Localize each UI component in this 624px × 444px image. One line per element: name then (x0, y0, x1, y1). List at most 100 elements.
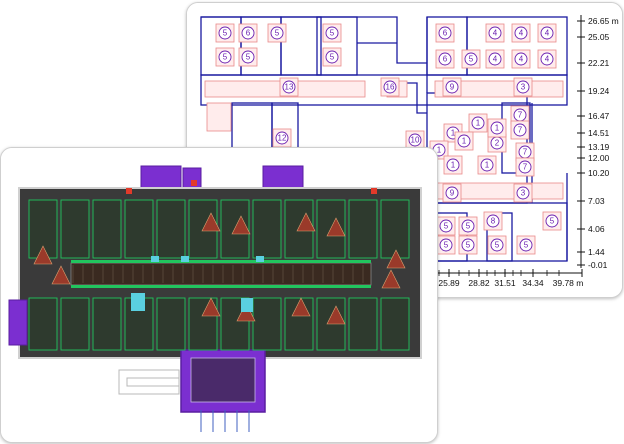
room-label: 2 (495, 139, 500, 148)
room (458, 235, 478, 255)
cad-marker (191, 180, 197, 186)
cad-entry-inner (190, 357, 256, 403)
room (513, 77, 533, 97)
room-label-ring (218, 50, 232, 64)
cad-trim (71, 285, 371, 288)
room-label-ring (408, 133, 422, 147)
room-label-ring (445, 80, 459, 94)
room-label: 1 (451, 161, 456, 170)
y-tick-label: 14.51 (588, 128, 610, 138)
room-label-ring (471, 116, 485, 130)
y-tick-label: 13.19 (588, 142, 610, 152)
room (267, 23, 287, 43)
room-label-ring (270, 26, 284, 40)
cad-corridor (70, 262, 372, 286)
cad-room-top (348, 199, 378, 259)
cad-atrium-triangle (201, 297, 221, 317)
cad-room-bottom (28, 297, 58, 351)
room-label: 5 (444, 241, 449, 250)
room-label: 4 (519, 29, 524, 38)
room (487, 235, 507, 255)
room-label-ring (488, 52, 502, 66)
room-label: 5 (550, 217, 555, 226)
room (477, 155, 497, 175)
cad-annex (8, 299, 28, 346)
room-label: 4 (519, 55, 524, 64)
cad-room-bottom (156, 297, 186, 351)
cad-atrium-triangle (296, 212, 316, 232)
cad-atrium-triangle (326, 217, 346, 237)
room-label-ring (464, 52, 478, 66)
room (485, 23, 505, 43)
cad-atrium-triangle (33, 245, 53, 265)
room-label-ring (519, 238, 533, 252)
cad-building (8, 165, 422, 432)
room (380, 77, 400, 97)
room (272, 128, 292, 148)
room-label: 1 (437, 146, 442, 155)
room-label: 3 (521, 83, 526, 92)
room (215, 23, 235, 43)
room-label: 4 (493, 29, 498, 38)
cad-detail (181, 256, 189, 262)
room (537, 49, 557, 69)
room-label: 4 (493, 55, 498, 64)
cad-room-top (380, 199, 410, 259)
room (322, 23, 342, 43)
room-label: 13 (285, 83, 294, 92)
room (485, 49, 505, 69)
corridor-strip (206, 102, 232, 132)
cad-pipe (126, 377, 180, 387)
cad-detail (131, 293, 145, 311)
room-label-ring (540, 52, 554, 66)
cad-atrium-triangle (51, 265, 71, 285)
room-label: 5 (330, 29, 335, 38)
x-tick-label: 34.34 (522, 278, 544, 288)
room (516, 235, 536, 255)
cad-room-top (156, 199, 186, 259)
room-label-ring (438, 26, 452, 40)
room-label-ring (241, 26, 255, 40)
room-label: 1 (462, 137, 467, 146)
cad-rendering-card (0, 147, 438, 443)
y-tick-label: 19.24 (588, 86, 610, 96)
room-label-ring (513, 123, 527, 137)
room-label: 16 (386, 83, 395, 92)
room-label-ring (457, 134, 471, 148)
room-label: 1 (451, 129, 456, 138)
x-tick-label: 39.78 m (553, 278, 584, 288)
room-label-ring (516, 80, 530, 94)
room-label-ring (446, 158, 460, 172)
room (511, 23, 531, 43)
schematic-rooms (215, 23, 562, 255)
cad-detail (241, 298, 253, 312)
room-label: 5 (330, 53, 335, 62)
room (238, 47, 258, 67)
y-tick-label: 7.03 (588, 196, 605, 206)
room-label: 7 (523, 163, 528, 172)
x-tick-label: 25.89 (438, 278, 460, 288)
cad-room-bottom (380, 297, 410, 351)
cad-trim (71, 260, 371, 263)
room-label: 10 (411, 136, 420, 145)
room-label: 5 (444, 222, 449, 231)
room (537, 23, 557, 43)
room (510, 120, 530, 140)
room (436, 216, 456, 236)
room-label-ring (438, 52, 452, 66)
y-tick-label: -0.01 (588, 260, 608, 270)
room-label-ring (461, 238, 475, 252)
cad-room-bottom (252, 297, 282, 351)
room-label: 7 (518, 126, 523, 135)
cad-room-top (60, 199, 90, 259)
room-label: 5 (466, 222, 471, 231)
room-label-ring (218, 26, 232, 40)
room (279, 77, 299, 97)
cad-room-top (124, 199, 154, 259)
room-label-ring (518, 160, 532, 174)
room-label-ring (516, 186, 530, 200)
cad-atrium-triangle (381, 269, 401, 289)
room-label: 1 (485, 161, 490, 170)
room (468, 113, 488, 133)
